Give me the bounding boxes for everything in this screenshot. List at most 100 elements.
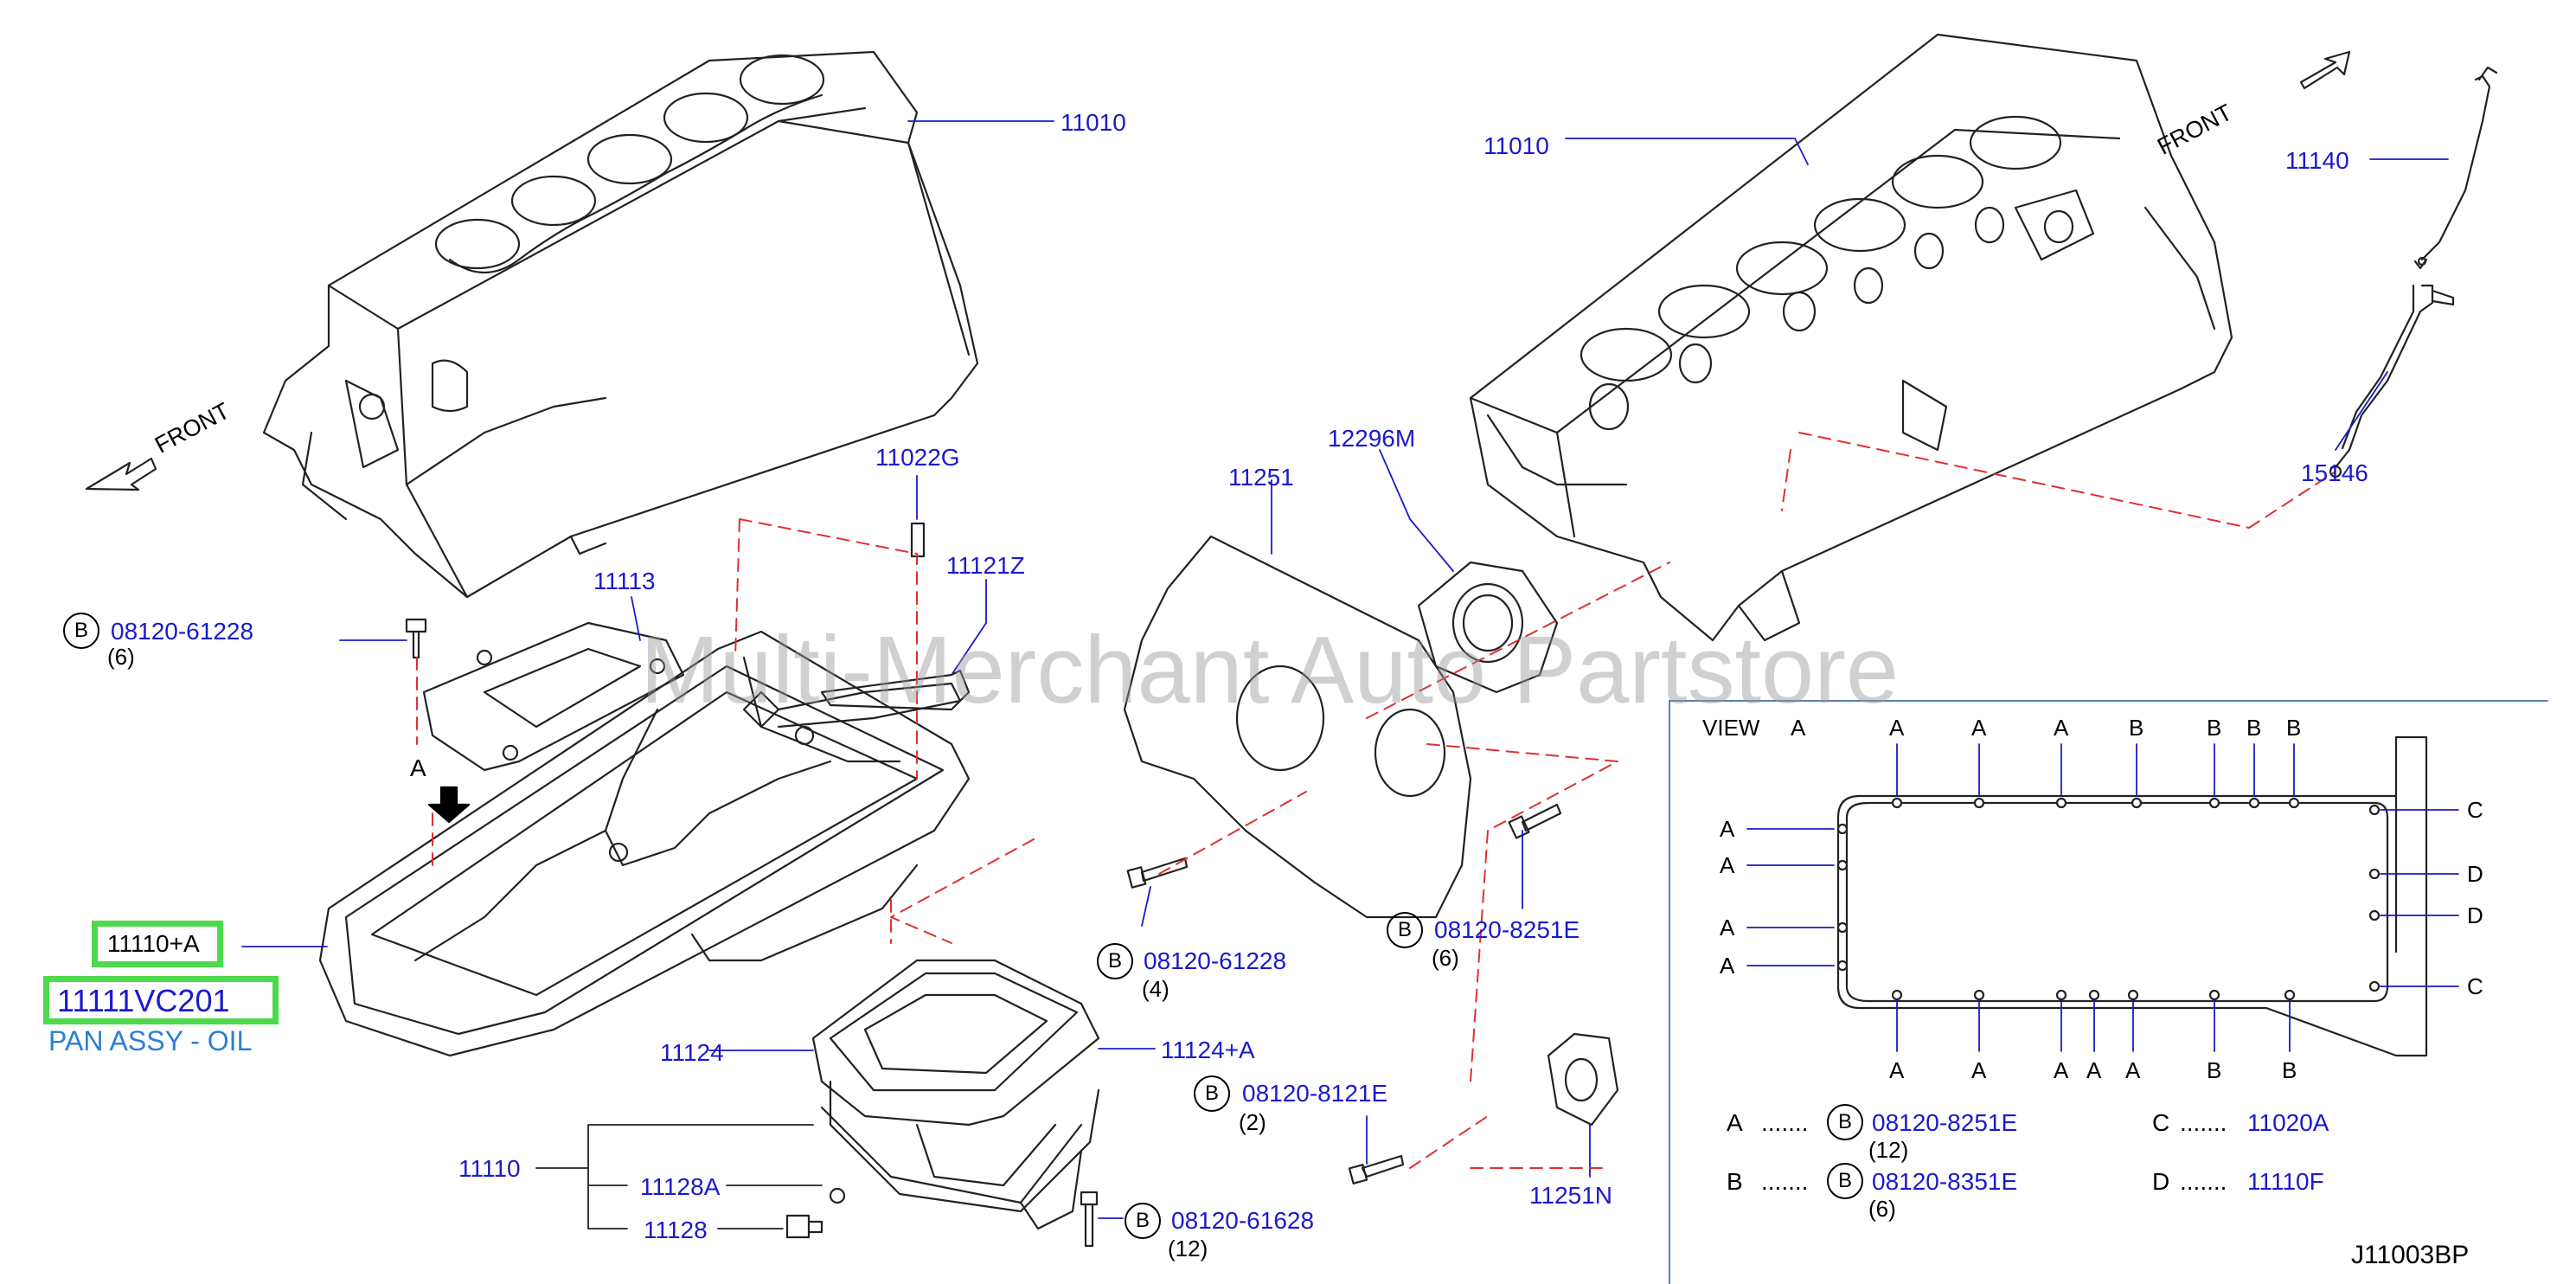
gasket-hole-left: [1836, 921, 1849, 934]
gasket-bolt-holes: [1746, 743, 2459, 1052]
view-a-arrow-label: A: [410, 754, 426, 781]
gasket-hole-top: [1973, 797, 1985, 809]
bolt-part-3[interactable]: 08120-8251E: [1434, 916, 1580, 943]
bolt-qty-4: (2): [1239, 1109, 1266, 1135]
view-top-letter: A: [2054, 715, 2069, 741]
gasket-hole-right: [2368, 804, 2381, 816]
legend-a-qty: (12): [1868, 1137, 1909, 1163]
leader-lines: [241, 120, 2449, 1229]
bolt-part-5[interactable]: 08120-61628: [1171, 1207, 1315, 1234]
callout-11124-a[interactable]: 11124+A: [1161, 1037, 1255, 1063]
view-top-letter: B: [2129, 715, 2144, 741]
highlight-part-number: 11111VC201: [57, 983, 230, 1018]
oil-pan-lower: [811, 959, 1100, 1230]
leader-11113: [631, 596, 641, 641]
dash-lower: [890, 838, 1035, 944]
engine-block-right: [1469, 33, 2233, 642]
gasket-hole-right: [2368, 909, 2381, 921]
diagram-code: J11003BP: [2351, 1241, 2470, 1269]
view-title: VIEW: [1702, 715, 1760, 741]
callout-11022g[interactable]: 11022G: [875, 444, 960, 471]
view-right-letter: D: [2467, 902, 2483, 928]
callout-11010-right[interactable]: 11010: [1483, 132, 1549, 159]
view-bottom-letter: A: [2086, 1057, 2102, 1083]
view-top-letter: B: [2286, 715, 2302, 741]
dipstick-guide: [2329, 284, 2455, 478]
bolt-part-1[interactable]: 08120-61228: [111, 618, 254, 645]
view-left-letter: A: [1720, 915, 1735, 941]
view-bottom-letter: A: [2054, 1057, 2069, 1083]
callout-11140[interactable]: 11140: [2285, 147, 2349, 174]
drain-plug: [785, 1187, 846, 1239]
legend-d-part[interactable]: 11110F: [2247, 1168, 2324, 1195]
bolt-circle-4: B: [1194, 1075, 1230, 1112]
callout-11121z[interactable]: 11121Z: [946, 552, 1025, 579]
callout-12296m[interactable]: 12296M: [1328, 425, 1416, 452]
callout-11128[interactable]: 11128: [644, 1217, 708, 1243]
gasket-hole-top: [2055, 797, 2067, 809]
legend-c-part[interactable]: 11020A: [2247, 1109, 2329, 1136]
bolt-circle-2: B: [1097, 943, 1133, 979]
leader-bolt-2: [1141, 886, 1151, 927]
gasket-hole-left: [1836, 823, 1849, 835]
rear-plate: [1123, 535, 1472, 919]
view-top-letter: B: [2246, 715, 2262, 741]
gasket-hole-bottom: [1973, 989, 1985, 1001]
view-a-gasket: [1836, 735, 2428, 1057]
gasket-hole-right: [2368, 980, 2381, 992]
callout-11113[interactable]: 11113: [593, 568, 656, 594]
gasket-hole-left: [1836, 859, 1849, 871]
leader-11110: [535, 1124, 814, 1169]
callout-11251[interactable]: 11251: [1228, 464, 1294, 491]
legend-d-key: D: [2152, 1168, 2170, 1195]
watermark: Multi-Merchant Auto Partstore: [640, 617, 1900, 723]
callout-15146[interactable]: 15146: [2301, 459, 2368, 486]
leader-15146: [2335, 371, 2388, 451]
legend-c-key: C: [2152, 1109, 2170, 1136]
view-right-letter: C: [2467, 973, 2483, 999]
callout-11128a[interactable]: 11128A: [640, 1173, 721, 1200]
leader-12296m: [1379, 449, 1454, 572]
legend-a-part[interactable]: 08120-8251E: [1872, 1109, 2018, 1136]
bolt-qty-5: (12): [1168, 1236, 1208, 1262]
gasket-hole-left: [1836, 960, 1849, 972]
view-left-letter: A: [1720, 816, 1735, 842]
dash-block: [1781, 449, 1791, 511]
gasket-hole-bottom: [1891, 989, 1903, 1001]
legend-b-circle: B: [1827, 1163, 1863, 1199]
bolt-61228-mid: [1126, 857, 1189, 889]
bolt-circle-1: B: [63, 613, 99, 649]
gasket-hole-bottom: [2208, 989, 2220, 1001]
legend-c-dots: .......: [2180, 1109, 2227, 1136]
highlight-part-box[interactable]: [43, 976, 279, 1024]
leader-11128-branch: [587, 1167, 628, 1229]
bolt-part-4[interactable]: 08120-8121E: [1242, 1080, 1388, 1107]
bolt-part-2[interactable]: 08120-61228: [1144, 947, 1287, 974]
bolt-circle-3: B: [1387, 912, 1423, 948]
oil-pan-upper: [318, 630, 971, 1057]
engine-block-left: [262, 50, 979, 599]
highlight-ref-box[interactable]: [92, 921, 223, 967]
highlight-description: PAN ASSY - OIL: [48, 1025, 253, 1056]
callout-11251n[interactable]: 11251N: [1529, 1182, 1613, 1209]
bolt-qty-1: (6): [107, 644, 135, 670]
view-bottom-letter: B: [2282, 1057, 2297, 1083]
callout-11124[interactable]: 11124: [660, 1039, 724, 1066]
view-right-letter: C: [2467, 797, 2483, 823]
legend-b-part[interactable]: 08120-8351E: [1872, 1168, 2018, 1195]
callout-11010-left[interactable]: 11010: [1061, 109, 1126, 136]
gasket-hole-bottom: [2088, 989, 2100, 1001]
view-title-letter: A: [1791, 715, 1806, 741]
view-a-arrow: [427, 786, 471, 824]
dash-bolt-2: [1158, 791, 1307, 875]
dash-bolt-4: [1409, 1115, 1489, 1169]
legend-b-dots: .......: [1761, 1168, 1809, 1195]
leader-11121z: [951, 579, 987, 676]
gasket-hole-top: [2208, 797, 2220, 809]
view-left-letter: A: [1720, 852, 1735, 878]
bolt-8251e: [1508, 803, 1562, 839]
callout-11110[interactable]: 11110: [458, 1155, 521, 1182]
baffle-plate: [422, 621, 685, 772]
